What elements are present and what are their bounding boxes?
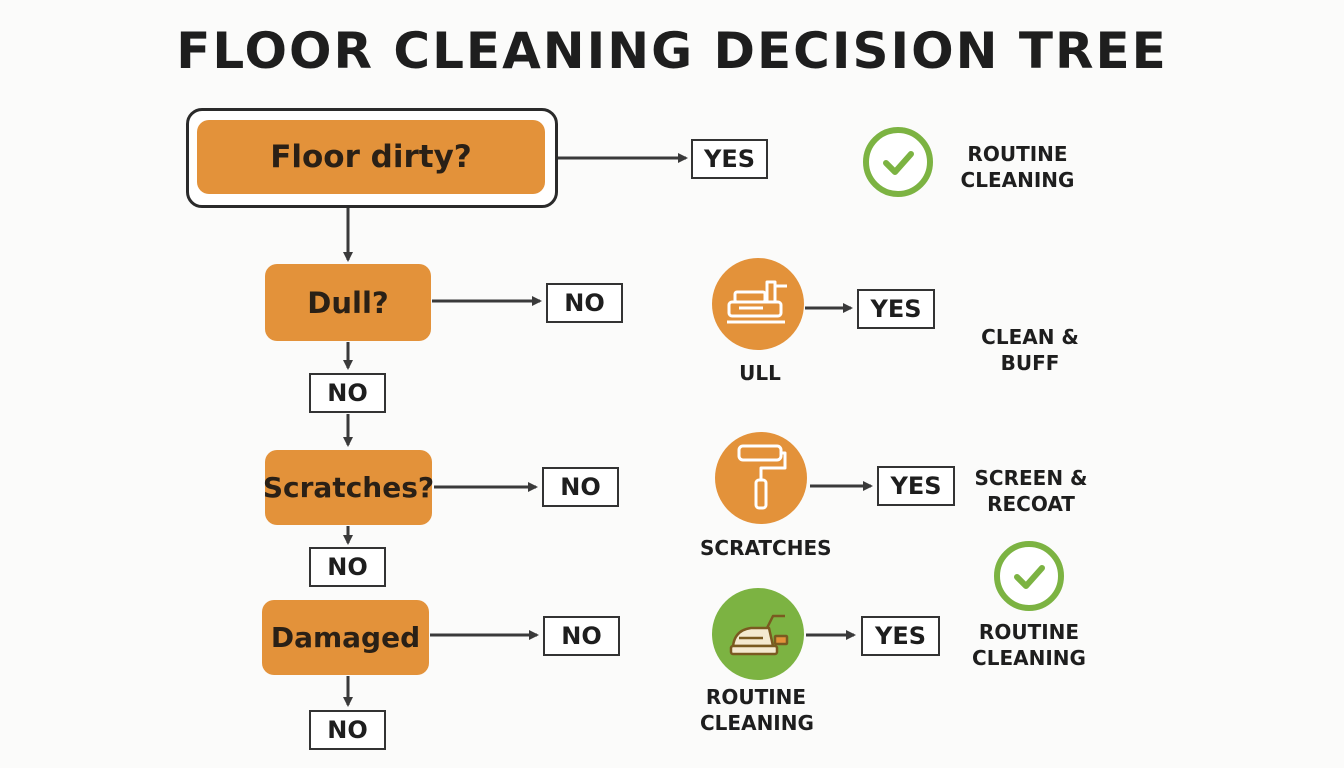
outcome-clean-buff: CLEAN & BUFF xyxy=(981,325,1079,375)
page-title: FLOOR CLEANING DECISION TREE xyxy=(176,22,1168,80)
no-box-dull: NO xyxy=(546,283,623,323)
no-box-scratches: NO xyxy=(542,467,619,507)
yes-box-floor-dirty: YES xyxy=(691,139,768,179)
check-icon xyxy=(994,541,1064,611)
no-box-damaged-down: NO xyxy=(309,710,386,750)
outcome-screen-recoat: SCREEN &RECOAT xyxy=(974,466,1088,516)
decision-dull: Dull? xyxy=(265,264,431,341)
decision-floor-dirty: Floor dirty? xyxy=(197,120,545,194)
no-box-scratches-down: NO xyxy=(309,547,386,587)
decision-scratches: Scratches? xyxy=(263,450,434,525)
roller-icon-label: SCRATCHES xyxy=(700,536,832,560)
floor-buffer-icon xyxy=(712,258,804,350)
buffer-icon-label: ULL xyxy=(739,361,781,385)
floor-cleaner-icon xyxy=(712,588,804,680)
decision-damaged: Damaged xyxy=(262,600,429,675)
no-box-damaged: NO xyxy=(543,616,620,656)
yes-box-buffer: YES xyxy=(857,289,935,329)
yes-box-roller: YES xyxy=(877,466,955,506)
paint-roller-icon xyxy=(715,432,807,524)
yes-box-cleaner: YES xyxy=(861,616,940,656)
check-icon xyxy=(863,127,933,197)
no-box-dull-down: NO xyxy=(309,373,386,413)
